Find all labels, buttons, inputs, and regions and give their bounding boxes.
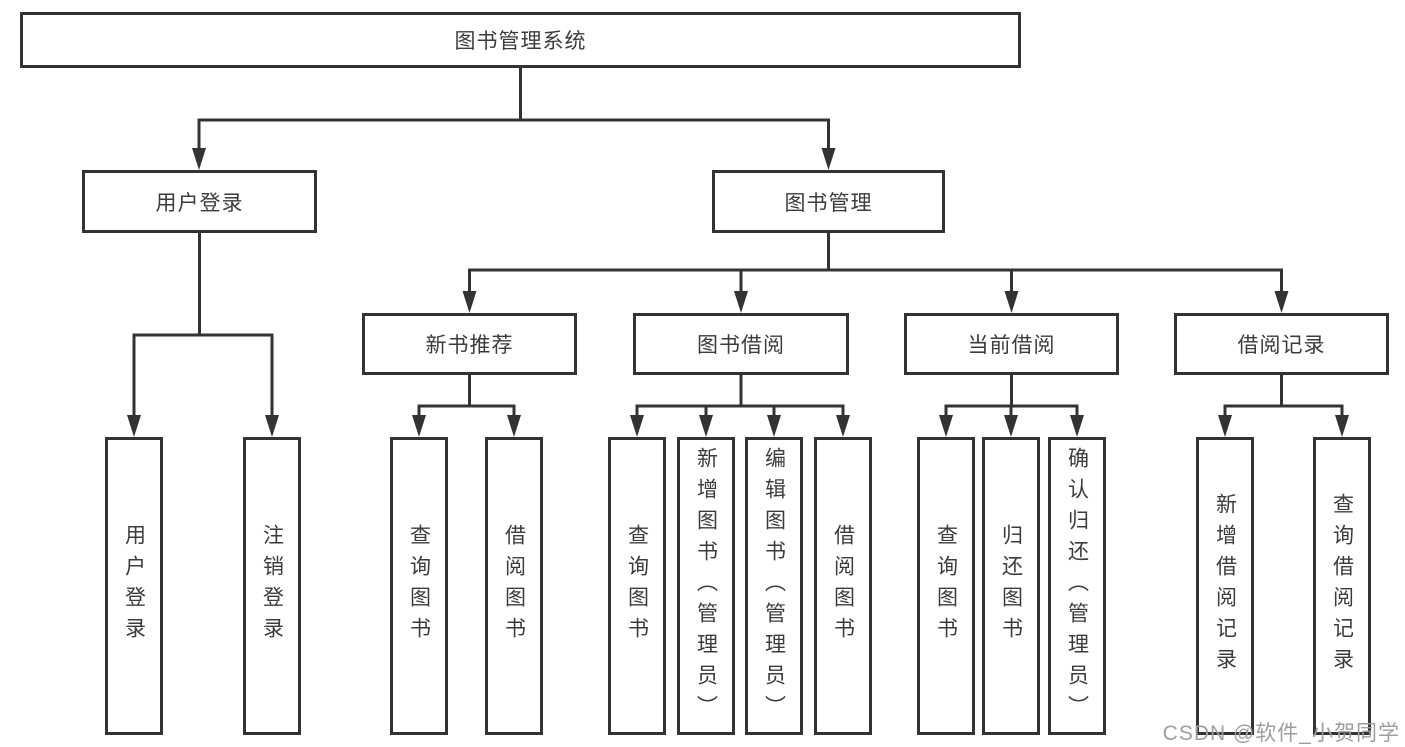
arrow-down-icon [630, 415, 644, 437]
node-current-borrowing: 当前借阅 [904, 313, 1119, 375]
csdn-watermark: CSDN @软件_小贺同学 [1162, 722, 1400, 745]
arrow-down-icon [939, 415, 953, 437]
node-add-book-admin: 新增图书（管理员） [677, 437, 735, 735]
connector-user-login-to-leaves [127, 233, 279, 437]
node-label: 图书借阅 [697, 334, 785, 357]
node-label: 新增图书（管理员） [694, 446, 718, 726]
connector-book-borrowing-to-leaves [630, 375, 850, 437]
node-query-books-recommend: 查询图书 [390, 437, 448, 735]
node-label: 确认归还（管理员） [1065, 446, 1089, 726]
arrow-down-icon [462, 291, 477, 313]
node-label: 归还图书 [999, 524, 1023, 648]
node-label: 当前借阅 [967, 334, 1056, 357]
node-label: 借阅记录 [1237, 334, 1326, 357]
connector-new-book-recommendation-to-leaves [412, 375, 521, 437]
node-label: 借阅图书 [831, 524, 855, 648]
node-label: 查询图书 [934, 524, 958, 648]
node-user-login: 用户登录 [82, 170, 317, 233]
arrow-down-icon [1218, 415, 1232, 437]
node-add-borrow-record: 新增借阅记录 [1196, 437, 1254, 735]
node-book-borrowing: 图书借阅 [633, 313, 849, 375]
arrow-down-icon [1274, 291, 1289, 313]
node-label: 注销登录 [260, 524, 284, 648]
arrow-down-icon [265, 415, 279, 437]
node-borrow-books-leaf: 借阅图书 [814, 437, 872, 735]
arrow-down-icon [1004, 291, 1019, 313]
node-library-management-system: 图书管理系统 [20, 12, 1021, 68]
arrow-down-icon [192, 148, 206, 170]
connector-current-borrowing-to-leaves [939, 375, 1084, 437]
arrow-down-icon [127, 415, 141, 437]
node-logout-leaf: 注销登录 [243, 437, 301, 735]
node-edit-book-admin: 编辑图书（管理员） [745, 437, 803, 735]
arrow-down-icon [734, 291, 748, 313]
connector-book-management-to-level3 [462, 233, 1289, 313]
node-borrowing-records: 借阅记录 [1174, 313, 1389, 375]
arrow-down-icon [507, 415, 521, 437]
node-label: 借阅图书 [502, 524, 526, 648]
node-label: 查询图书 [625, 524, 649, 648]
node-label: 用户登录 [155, 191, 244, 215]
node-return-books: 归还图书 [982, 437, 1040, 735]
node-book-management: 图书管理 [712, 170, 945, 233]
node-label: 图书管理 [784, 191, 873, 215]
node-query-books-current: 查询图书 [917, 437, 975, 735]
node-query-books-borrow: 查询图书 [608, 437, 666, 735]
node-label: 新书推荐 [425, 334, 514, 357]
arrow-down-icon [412, 415, 426, 437]
arrow-down-icon [1070, 415, 1084, 437]
arrow-down-icon [767, 415, 781, 437]
connector-root-to-level2 [192, 68, 836, 170]
node-borrow-books-recommend: 借阅图书 [485, 437, 543, 735]
arrow-down-icon [1335, 415, 1349, 437]
node-label: 查询图书 [407, 524, 431, 648]
node-label: 查询借阅记录 [1330, 493, 1354, 679]
arrow-down-icon [1004, 415, 1018, 437]
node-user-login-leaf: 用户登录 [105, 437, 163, 735]
node-confirm-return-admin: 确认归还（管理员） [1048, 437, 1106, 735]
node-label: 用户登录 [122, 524, 146, 648]
arrow-down-icon [821, 148, 836, 170]
node-label: 新增借阅记录 [1213, 493, 1237, 679]
arrow-down-icon [836, 415, 850, 437]
arrow-down-icon [699, 415, 713, 437]
node-label: 编辑图书（管理员） [762, 446, 786, 726]
connector-borrowing-records-to-leaves [1218, 375, 1349, 437]
node-new-book-recommendation: 新书推荐 [362, 313, 577, 375]
node-label: 图书管理系统 [454, 30, 587, 53]
node-query-borrow-record: 查询借阅记录 [1313, 437, 1371, 735]
